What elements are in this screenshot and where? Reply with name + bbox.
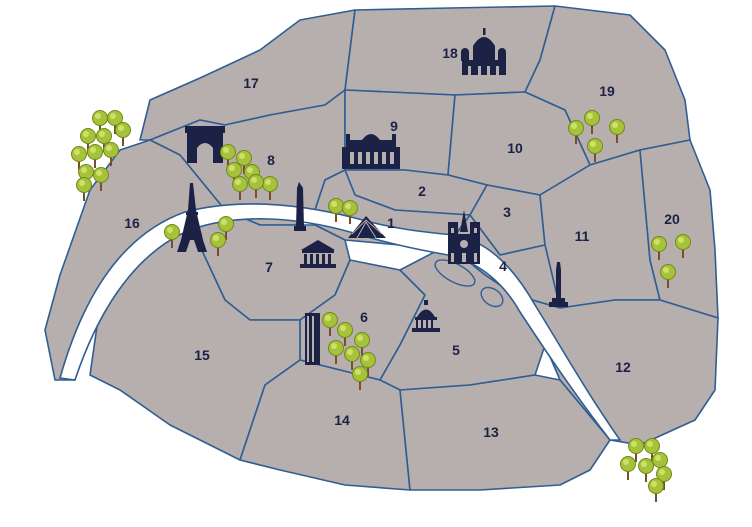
label-arrondissement-9: 9 xyxy=(390,118,398,134)
tree-icon xyxy=(164,224,180,248)
tree-icon xyxy=(328,340,344,364)
tree-icon xyxy=(584,110,600,134)
tree-icon xyxy=(648,478,664,502)
tree-icon xyxy=(115,122,131,146)
tree-icon xyxy=(236,150,252,174)
tree-icon xyxy=(344,346,360,370)
tree-icon xyxy=(568,120,584,144)
sacre-coeur-icon[interactable] xyxy=(461,28,506,75)
tree-icon xyxy=(587,138,603,162)
bastille-column-icon[interactable] xyxy=(549,262,568,307)
assemblee-nationale-icon[interactable] xyxy=(300,240,336,268)
label-arrondissement-6: 6 xyxy=(360,309,368,325)
tree-icon xyxy=(71,146,87,170)
ile-saint-louis xyxy=(480,286,504,308)
label-arrondissement-4: 4 xyxy=(499,258,507,274)
tree-icon xyxy=(609,119,625,143)
tree-icon xyxy=(107,110,123,134)
label-arrondissement-20: 20 xyxy=(664,211,680,227)
label-arrondissement-11: 11 xyxy=(575,228,590,244)
tree-icon xyxy=(103,142,119,166)
label-arrondissement-12: 12 xyxy=(615,359,631,375)
arrondissement-14-area[interactable] xyxy=(239,359,411,491)
label-arrondissement-18: 18 xyxy=(442,45,458,61)
arrondissement-12-area[interactable] xyxy=(514,294,719,446)
label-arrondissement-7: 7 xyxy=(265,259,273,275)
label-arrondissement-15: 15 xyxy=(194,347,210,363)
tree-icon xyxy=(628,438,644,462)
label-arrondissement-10: 10 xyxy=(507,140,523,156)
tree-icon xyxy=(328,198,344,222)
tree-icon xyxy=(644,438,660,462)
eiffel-tower-icon[interactable] xyxy=(177,183,207,252)
tree-icon xyxy=(675,234,691,258)
tree-icon xyxy=(80,128,96,152)
arrondissement-areas xyxy=(44,5,719,491)
tree-icon xyxy=(248,174,264,198)
tree-icon xyxy=(337,322,353,346)
tree-icon xyxy=(660,264,676,288)
label-arrondissement-1: 1 xyxy=(387,215,395,231)
tree-icon xyxy=(232,176,248,200)
label-arrondissement-13: 13 xyxy=(483,424,499,440)
arrondissement-13-area[interactable] xyxy=(399,374,611,491)
tree-icon xyxy=(638,458,654,482)
tree-icon xyxy=(620,456,636,480)
label-arrondissement-14: 14 xyxy=(334,412,350,428)
arrondissement-labels: 1 2 3 4 5 6 7 8 9 10 11 12 13 14 15 16 1… xyxy=(124,45,680,440)
opera-garnier-icon[interactable] xyxy=(342,134,400,169)
tree-icon xyxy=(352,366,368,390)
label-arrondissement-16: 16 xyxy=(124,215,140,231)
notre-dame-icon[interactable] xyxy=(448,210,480,264)
label-arrondissement-2: 2 xyxy=(418,183,426,199)
arrondissement-20-area[interactable] xyxy=(639,139,719,319)
label-arrondissement-8: 8 xyxy=(267,152,275,168)
tree-icon xyxy=(651,236,667,260)
louvre-pyramid-icon[interactable] xyxy=(348,216,386,239)
pantheon-icon[interactable] xyxy=(412,300,440,332)
label-arrondissement-5: 5 xyxy=(452,342,460,358)
label-arrondissement-19: 19 xyxy=(599,83,615,99)
tree-icon xyxy=(87,144,103,168)
label-arrondissement-17: 17 xyxy=(243,75,259,91)
label-arrondissement-3: 3 xyxy=(503,204,511,220)
tree-icon xyxy=(93,167,109,191)
tree-icon xyxy=(210,232,226,256)
monuments xyxy=(177,28,568,365)
tree-icon xyxy=(342,200,358,224)
tree-icon xyxy=(322,312,338,336)
tree-icon xyxy=(96,128,112,152)
tree-icon xyxy=(218,216,234,240)
obelisk-icon[interactable] xyxy=(294,182,306,231)
tree-icons xyxy=(71,110,691,502)
tree-icon xyxy=(354,332,370,356)
arc-de-triomphe-icon[interactable] xyxy=(185,126,225,163)
tree-icon xyxy=(76,177,92,201)
tree-icon xyxy=(360,352,376,376)
ile-de-la-cite xyxy=(434,259,476,287)
tree-icon xyxy=(656,466,672,490)
montparnasse-tower-icon[interactable] xyxy=(305,313,320,365)
